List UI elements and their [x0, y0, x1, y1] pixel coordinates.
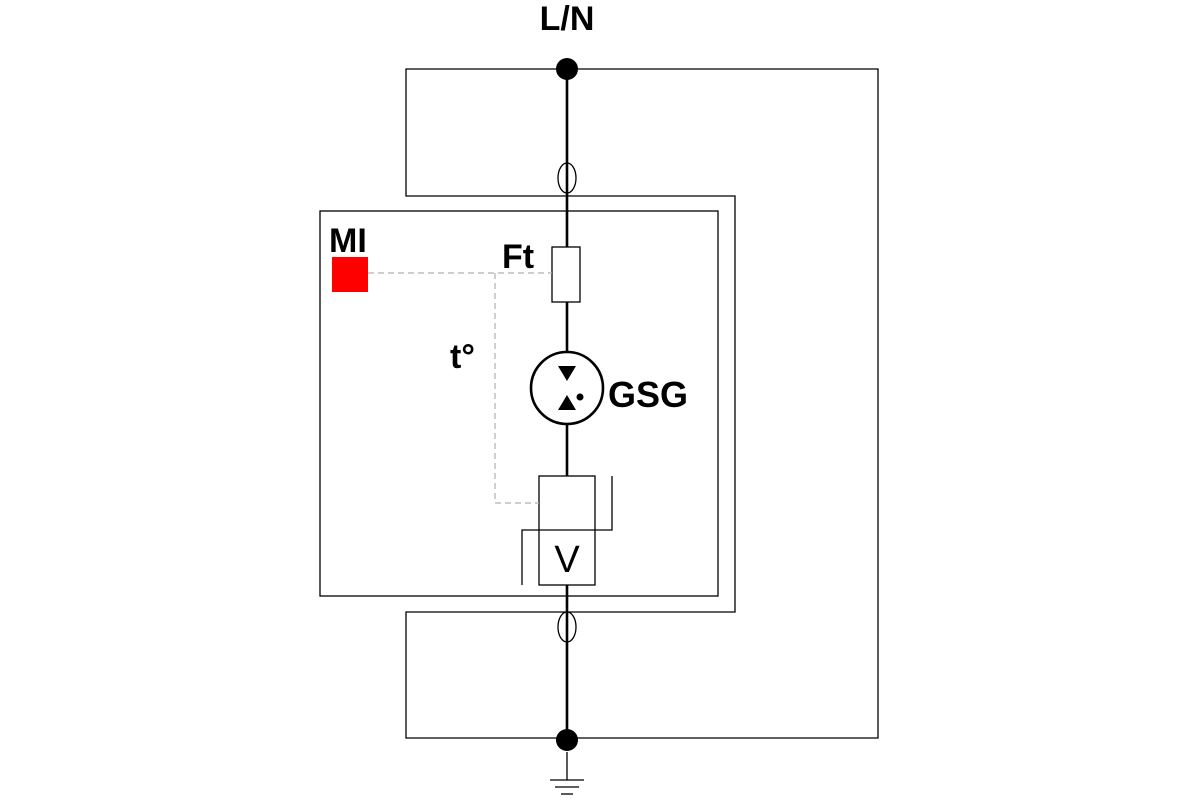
connector-oval-bottom: [557, 611, 577, 643]
thermal-label: t°: [450, 338, 475, 376]
varistor: [521, 475, 613, 586]
module-box: [319, 210, 719, 597]
gas-spark-gap: [529, 350, 605, 426]
terminal-node-icon: [556, 729, 578, 751]
terminal-node-icon: [556, 58, 578, 80]
terminal-label: L/N: [540, 0, 595, 38]
connector-oval-top: [557, 162, 577, 194]
outer-frame: [405, 68, 879, 739]
module-indicator-icon: [332, 257, 368, 292]
fuse-ft: [551, 246, 581, 303]
gsg-label: GSG: [608, 374, 688, 415]
varistor-label: V: [554, 539, 580, 581]
module-indicator-label: MI: [329, 222, 367, 260]
ground-icon: [550, 752, 584, 795]
fuse-label: Ft: [502, 238, 534, 276]
thermal-link: [368, 272, 552, 504]
